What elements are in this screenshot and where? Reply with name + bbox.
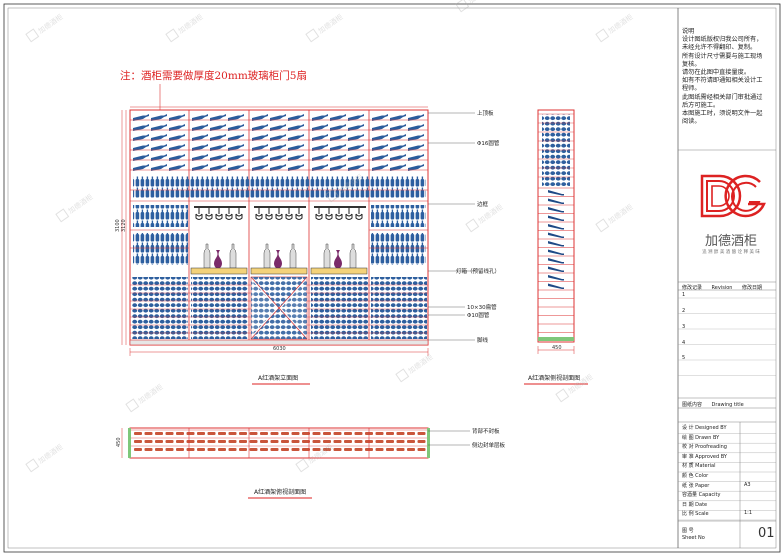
label-tube16: Φ16圆管 <box>477 139 500 147</box>
title-field-label: 比 例 Scale <box>682 511 709 518</box>
title-field-label: 审 准 Approved BY <box>682 453 727 460</box>
title-field-label: 材 质 Material <box>682 463 716 470</box>
notes-line: 程师。 <box>682 85 701 93</box>
svg-text:加德酒柜: 加德酒柜 <box>306 442 334 465</box>
svg-text:加德酒柜: 加德酒柜 <box>606 12 634 35</box>
title-field-label: 纸 张 Paper <box>682 482 710 489</box>
watermark: 加德酒柜 <box>395 352 434 383</box>
notes-panel: 说明 设计图纸版权归我公司所有， 未经允许不得翻印、复制。 所有设计尺寸需要与施… <box>682 28 780 126</box>
svg-text:加德酒柜: 加德酒柜 <box>36 12 64 35</box>
brand-logo <box>700 174 766 218</box>
label-top-board: 上顶板 <box>477 109 494 117</box>
watermark: 加德酒柜 <box>595 202 634 233</box>
watermark: 加德酒柜 <box>455 0 494 13</box>
title-field-label: 校 对 Proofreading <box>682 444 727 451</box>
notes-line: 后方可施工。 <box>682 101 720 109</box>
svg-text:加德酒柜: 加德酒柜 <box>136 382 164 405</box>
svg-text:加德酒柜: 加德酒柜 <box>606 202 634 225</box>
front-caption: A红酒架立面图 <box>258 374 298 382</box>
label-frame: 边框 <box>477 200 489 208</box>
notes-line: 本图施工时，须说明文件一起 <box>682 110 763 118</box>
label-lightbox: 灯箱（预留线孔） <box>456 267 500 275</box>
label-flat-tube: 10×30扁管 <box>467 303 497 311</box>
sheet-border <box>3 3 781 553</box>
label-back-open: 背部不封板 <box>472 427 500 435</box>
title-field-value: A3 <box>744 481 751 488</box>
watermark: 加德酒柜 <box>25 12 64 43</box>
watermark: 加德酒柜 <box>305 12 344 43</box>
svg-text:加德酒柜: 加德酒柜 <box>466 0 494 6</box>
label-tube10: Φ10圆管 <box>467 311 490 319</box>
dim-height-outer: 3100 <box>115 219 121 232</box>
title-field-label: 设 计 Designed BY <box>682 425 727 431</box>
side-caption: A红酒架侧视剖面图 <box>528 374 580 382</box>
brand-tagline: 追 溯 醇 美 酒 酿 诠 释 美 味 <box>702 250 760 255</box>
svg-text:加德酒柜: 加德酒柜 <box>36 442 64 465</box>
title-field-label: 容酒量 Capacity <box>682 492 721 499</box>
front-elevation <box>121 84 475 356</box>
notes-line: 如有不符请即通知相关设计工 <box>682 77 763 85</box>
top-caption: A红酒架俯视剖面图 <box>254 488 306 496</box>
svg-text:加德酒柜: 加德酒柜 <box>406 352 434 375</box>
dim-depth-top: 450 <box>116 437 122 447</box>
notes-title: 说明 <box>682 28 695 35</box>
sheet-number-cell: 图 号 Sheet No 01 <box>678 524 780 548</box>
watermark: 加德酒柜 <box>55 192 94 223</box>
title-field-label: 绘 图 Drawn BY <box>682 434 720 441</box>
watermark: 加德酒柜 <box>595 12 634 43</box>
svg-text:加德酒柜: 加德酒柜 <box>176 12 204 35</box>
notes-line: 阅读。 <box>682 118 701 126</box>
dim-width-front: 6030 <box>273 346 286 352</box>
title-field-value: 1:1 <box>744 510 753 517</box>
notes-line: 请勿在此图中直接量度。 <box>682 69 751 77</box>
note-text: 注：酒柜需要做厚度20mm玻璃柜门5扇 <box>120 69 307 82</box>
watermark: 加德酒柜 <box>165 12 204 43</box>
notes-line: 设计图纸版权归我公司所有， <box>682 36 763 44</box>
label-side-board: 侧边封单层板 <box>472 441 506 449</box>
title-field-label: 颜 色 Color <box>682 473 709 479</box>
label-plinth: 脚线 <box>477 336 489 344</box>
notes-line: 此图纸需经相关部门审批通过 <box>682 93 763 101</box>
sheet-number: 01 <box>758 526 775 541</box>
watermark: 加德酒柜 <box>125 382 164 413</box>
brand-name: 加德酒柜 <box>704 234 757 249</box>
sheet-label: 图 号 Sheet No <box>682 528 705 541</box>
side-section <box>537 109 575 354</box>
inner-border <box>7 7 777 549</box>
svg-text:加德酒柜: 加德酒柜 <box>316 12 344 35</box>
svg-text:加德酒柜: 加德酒柜 <box>66 192 94 215</box>
top-section <box>121 427 470 459</box>
watermark: 加德酒柜 <box>25 442 64 473</box>
notes-line: 未经允许不得翻印、复制。 <box>682 44 757 52</box>
title-block <box>677 8 776 548</box>
dim-height-inner: 3120 <box>121 219 127 232</box>
title-field-label: 日 期 Date <box>682 501 708 508</box>
dim-width-side: 450 <box>552 345 562 351</box>
notes-line: 所有设计尺寸需要与施工现场 <box>682 52 763 60</box>
notes-line: 复核。 <box>682 60 701 68</box>
